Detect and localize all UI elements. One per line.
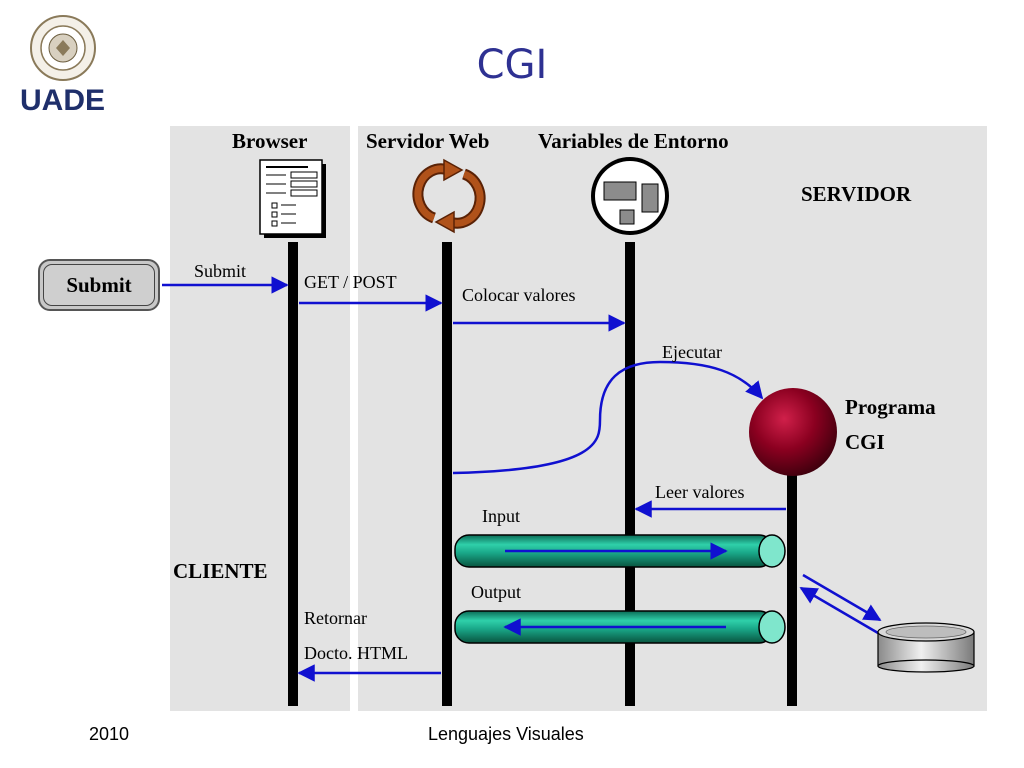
- db-write-arrow: [802, 573, 882, 622]
- cgi-program-label-line1: Programa: [845, 395, 936, 419]
- server-zone-label: SERVIDOR: [801, 182, 912, 206]
- submit-message-label: Submit: [194, 261, 247, 281]
- output-pipe: [454, 610, 786, 644]
- footer-course: Lenguajes Visuales: [428, 724, 584, 744]
- env-vars-header: Variables de Entorno: [538, 129, 729, 153]
- university-seal-icon: [30, 15, 96, 81]
- cgi-program-label-line2: CGI: [845, 430, 885, 454]
- client-zone-label: CLIENTE: [173, 559, 268, 583]
- uade-logo: [18, 12, 108, 122]
- input-label: Input: [482, 506, 520, 526]
- submit-button-label: Submit: [43, 264, 155, 306]
- browser-lifeline: [288, 242, 298, 706]
- return-label-line1: Retornar: [304, 608, 367, 628]
- execute-arrow: [452, 360, 764, 475]
- browser-header: Browser: [232, 129, 308, 153]
- web-server-cycle-icon: [412, 158, 486, 234]
- return-label-line2: Docto. HTML: [304, 643, 408, 663]
- web-server-header: Servidor Web: [366, 129, 490, 153]
- output-label: Output: [471, 582, 522, 602]
- set-values-label: Colocar valores: [462, 285, 576, 305]
- env-vars-lifeline: [625, 242, 635, 706]
- cgi-program-lifeline: [787, 470, 797, 706]
- input-pipe: [454, 534, 786, 568]
- footer-year: 2010: [89, 724, 130, 744]
- cgi-program-sphere: [749, 388, 837, 476]
- submit-button[interactable]: Submit: [38, 259, 160, 311]
- db-read-arrow: [799, 586, 879, 635]
- env-vars-icon: [591, 157, 669, 235]
- browser-document-icon: [259, 159, 326, 238]
- execute-label: Ejecutar: [662, 342, 722, 362]
- uade-logo-text: UADE: [20, 84, 106, 117]
- get-post-label: GET / POST: [304, 272, 397, 292]
- database-icon: [877, 622, 975, 673]
- web-server-lifeline: [442, 242, 452, 706]
- read-values-label: Leer valores: [655, 482, 745, 502]
- slide-title: CGI: [476, 42, 548, 88]
